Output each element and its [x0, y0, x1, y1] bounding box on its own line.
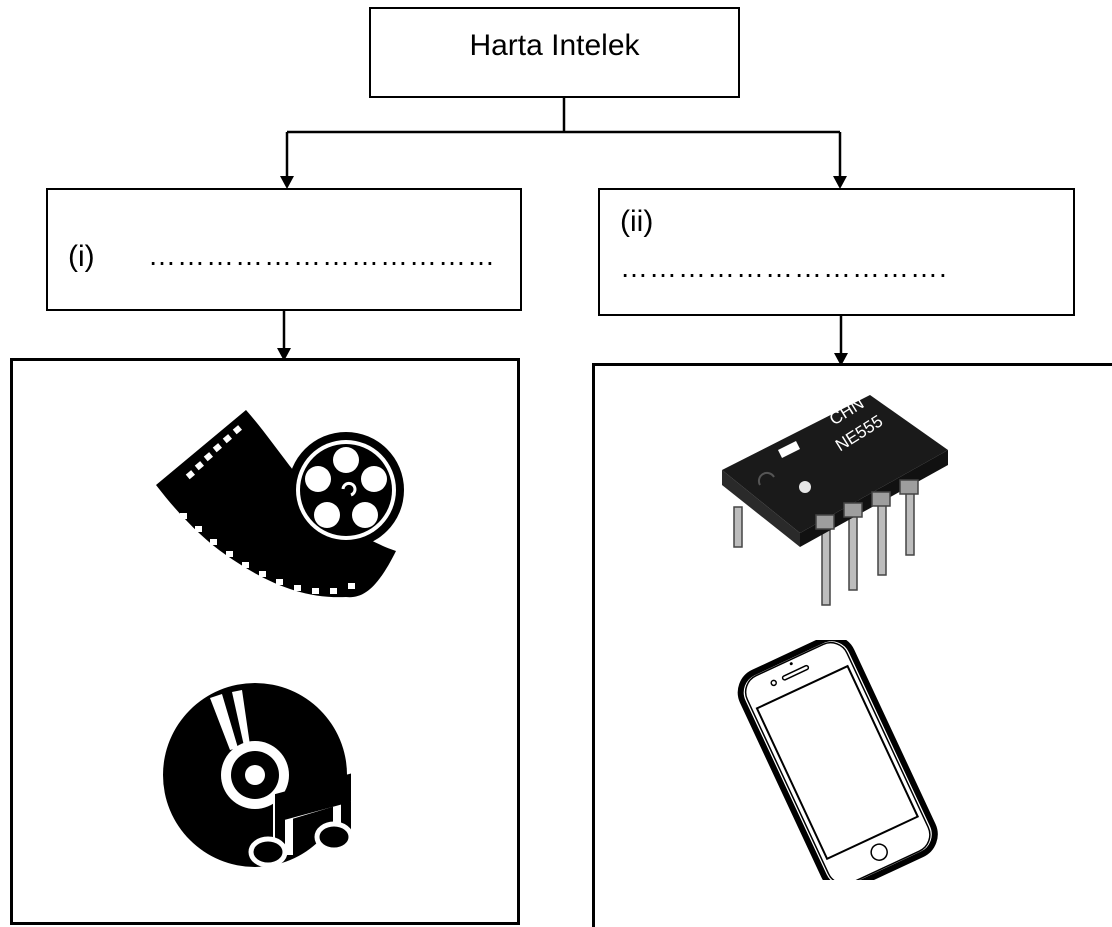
root-node: Harta Intelek [369, 7, 740, 98]
smartphone-icon [737, 640, 938, 880]
right-branch-marker: (ii) [620, 205, 654, 238]
film-reel-icon [156, 410, 404, 598]
right-branch-blank: ……………………………. [620, 252, 948, 283]
root-label: Harta Intelek [469, 29, 640, 62]
chip-graphic [722, 395, 948, 606]
right-branch-node: (ii) ……………………………. [598, 188, 1075, 316]
left-branch-marker: (i) [68, 240, 95, 273]
integrated-circuit-chip-icon: CHN NE555 [720, 393, 950, 610]
left-branch-node: (i) ……………………………… [46, 188, 522, 311]
left-branch-blank: ……………………………… [148, 240, 496, 271]
music-cd-icon [163, 683, 354, 868]
